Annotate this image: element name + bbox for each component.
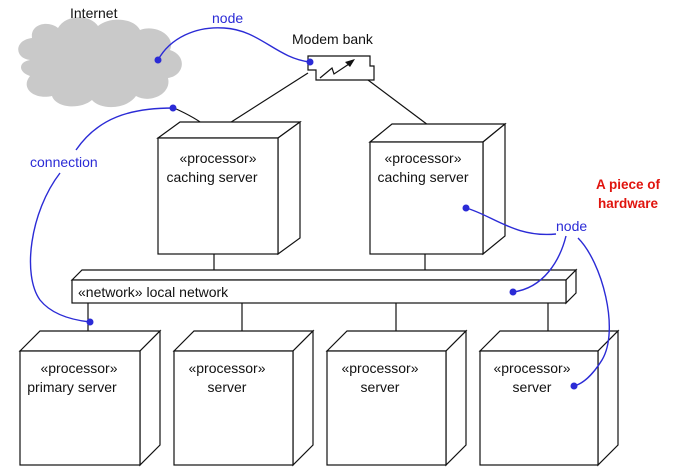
node-primary-server: «processor» primary server (18, 329, 162, 467)
modem-bank (307, 55, 375, 81)
node-name: caching server (377, 169, 468, 185)
node-name: primary server (27, 379, 117, 395)
node-stereotype: «processor» (493, 360, 570, 376)
connection-annotation: connection (30, 154, 98, 170)
node-stereotype: «processor» (384, 150, 461, 166)
pointer-dot (86, 318, 94, 326)
node-pointer-cloud (157, 27, 311, 63)
pointer-dot (306, 58, 314, 66)
node-pointer-caching-server (465, 207, 557, 236)
node-name: caching server (166, 169, 257, 185)
node-stereotype: «processor» (341, 360, 418, 376)
hardware-annotation-line2: hardware (598, 196, 659, 211)
lightning-arrow-head (345, 59, 355, 67)
modem-bank-label: Modem bank (292, 31, 374, 47)
node-server-3: «processor» server (325, 329, 468, 467)
connection-pointer-upper (75, 107, 174, 151)
pointer-dot (509, 288, 517, 296)
annotations: node connection node A piece of hardware (29, 10, 661, 390)
internet-label: Internet (70, 5, 118, 21)
node-name: server (513, 379, 552, 395)
node-annotation-right: node (556, 218, 587, 234)
local-network-node: «network» local network (70, 268, 578, 305)
internet-cloud (18, 17, 182, 108)
local-network-label: «network» local network (78, 284, 229, 300)
node-server-4: «processor» server (478, 329, 620, 467)
link-modem-caching-server-2 (367, 79, 429, 126)
pointer-dot (154, 56, 162, 64)
pointer-dot (570, 382, 578, 390)
node-stereotype: «processor» (40, 360, 117, 376)
cloud-icon (18, 17, 182, 108)
node-pointer-network (512, 235, 567, 293)
node-caching-server-1: «processor» caching server (156, 120, 302, 256)
hardware-annotation-line1: A piece of (596, 177, 661, 192)
node-name: server (208, 379, 247, 395)
node-stereotype: «processor» (188, 360, 265, 376)
pointer-dot (462, 204, 470, 212)
lightning-arrow-icon (319, 59, 355, 79)
node-pointer-server (573, 237, 610, 387)
node-annotation-top: node (212, 10, 243, 26)
node-caching-server-2: «processor» caching server (368, 122, 507, 256)
node-name: server (361, 379, 400, 395)
pointer-dot (169, 104, 177, 112)
modem-bank-box (307, 55, 375, 81)
connection-pointer-lower (29, 172, 91, 323)
node-server-2: «processor» server (172, 329, 315, 467)
node-stereotype: «processor» (179, 150, 256, 166)
